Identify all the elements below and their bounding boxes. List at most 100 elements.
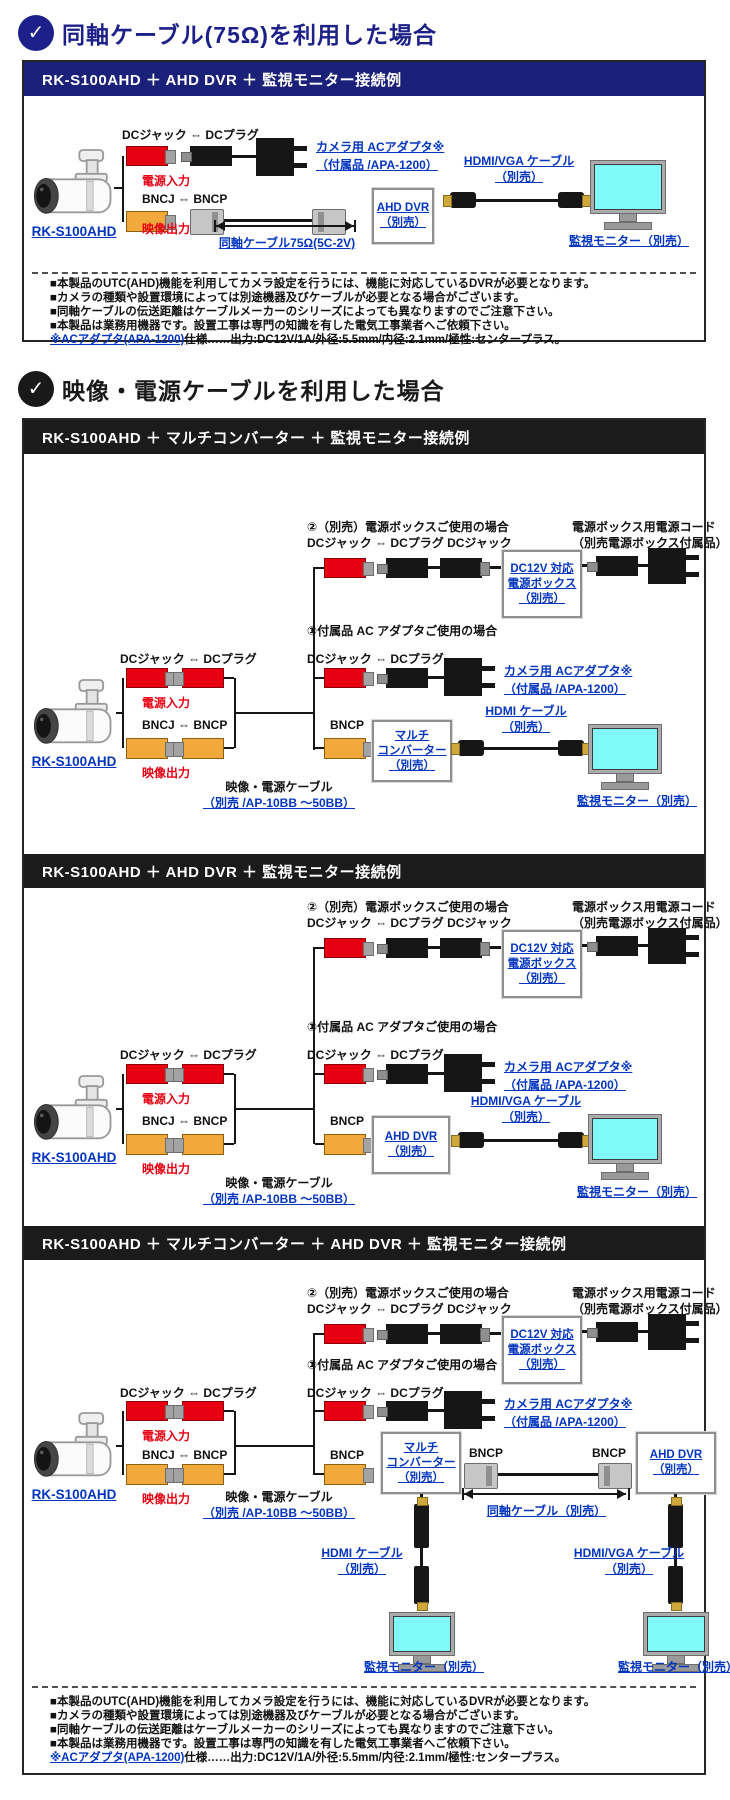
- dc12v-power-box[interactable]: DC12V 対応 電源ボックス （別売）: [502, 930, 582, 998]
- monitor-link[interactable]: 監視モニター（別売）: [576, 1185, 697, 1199]
- monitor-screen: [592, 1118, 658, 1160]
- hdmi-plug-icon: [668, 1497, 683, 1548]
- case1-label-1: ①付属品 AC アダプタご使用の場合: [307, 1358, 498, 1372]
- wire: [428, 1332, 440, 1335]
- ahd-dvr-link[interactable]: AHD DVR: [384, 1131, 438, 1143]
- ahd-dvr-box[interactable]: AHD DVR （別売）: [372, 188, 434, 244]
- bnc-plug-connector-yellow: [173, 1134, 224, 1155]
- camera-ac-adapter-link-2[interactable]: （付属品 /APA-1200）: [504, 1078, 626, 1092]
- multi-converter-link-2[interactable]: コンバーター: [386, 1456, 456, 1469]
- ahd-dvr-link[interactable]: AHD DVR: [376, 202, 430, 214]
- power-cord-label-2: （別売電源ボックス付属品）: [572, 536, 728, 550]
- camera-ac-adapter-link-1[interactable]: カメラ用 ACアダプタ※: [504, 1060, 633, 1074]
- dc12v-power-box[interactable]: DC12V 対応 電源ボックス （別売）: [502, 1316, 582, 1384]
- multi-converter-link-3[interactable]: （別売）: [398, 1471, 444, 1484]
- bnc-plug-connector-yellow: [324, 738, 374, 759]
- dc-jack-connector-red: [324, 558, 374, 578]
- wire: [116, 1445, 124, 1447]
- monitor-link[interactable]: 監視モニター（別売）: [576, 794, 697, 808]
- ac-adapter-spec-link[interactable]: ※ACアダプタ(APA-1200): [50, 334, 185, 346]
- dc12v-link-2[interactable]: 電源ボックス: [507, 577, 577, 590]
- dc12v-power-box[interactable]: DC12V 対応 電源ボックス （別売）: [502, 550, 582, 618]
- hdmi-plug-icon: [558, 740, 591, 756]
- bnc-plug-connector: [312, 209, 346, 235]
- wire: [428, 1409, 444, 1412]
- cable-line: [484, 1138, 558, 1142]
- wire: [315, 1143, 324, 1145]
- multi-converter-link-1[interactable]: マルチ: [394, 729, 430, 742]
- monitor-bezel: [389, 1612, 455, 1656]
- dc12v-link-1[interactable]: DC12V 対応: [510, 562, 574, 575]
- multi-converter-box[interactable]: マルチ コンバーター （別売）: [381, 1432, 461, 1494]
- heading-coax-text: 同軸ケーブル(75Ω)を利用した場合: [62, 22, 437, 48]
- ahd-dvr-box[interactable]: AHD DVR （別売）: [636, 1432, 716, 1494]
- monitor-link[interactable]: 監視モニター（別売）: [568, 234, 689, 248]
- camera-model-link[interactable]: RK-S100AHD: [31, 224, 117, 239]
- hdmi-vga-cable-link-2[interactable]: （別売）: [494, 170, 543, 184]
- bncj-bncp-label: BNCJ ⇔ BNCP: [142, 718, 228, 732]
- monitor-neck: [616, 1163, 634, 1172]
- hdmi-vga-cable-link-2[interactable]: （別売）: [604, 1562, 653, 1576]
- monitor-link[interactable]: 監視モニター（別売）: [617, 1660, 730, 1674]
- note-line: ■本製品のUTC(AHD)機能を利用してカメラ設定を行うには、機能に対応している…: [50, 1696, 596, 1708]
- hdmi-vga-cable-link-1[interactable]: HDMI/VGA ケーブル: [573, 1546, 685, 1560]
- hdmi-plug-icon: [443, 192, 476, 208]
- case2-label-2: DCジャック ⇔ DCプラグ DCジャック: [307, 1302, 512, 1316]
- hdmi-vga-cable-link-2[interactable]: （別売）: [501, 1110, 550, 1124]
- hdmi-vga-cable-link-1[interactable]: HDMI/VGA ケーブル: [463, 154, 575, 168]
- monitor-neck: [667, 1655, 685, 1664]
- camera-ac-adapter-link-1[interactable]: カメラ用 ACアダプタ※: [316, 140, 445, 154]
- coax-cable-link[interactable]: 同軸ケーブル（別売）: [486, 1504, 607, 1518]
- av-power-cable-link[interactable]: （別売 /AP-10BB ～50BB）: [202, 1192, 356, 1206]
- ac-adapter-illustration: [444, 1391, 495, 1429]
- case2-label-2: DCジャック ⇔ DCプラグ DCジャック: [307, 916, 512, 930]
- av-power-cable-label: 映像・電源ケーブル: [225, 1490, 333, 1504]
- dc12v-link-2[interactable]: 電源ボックス: [507, 957, 577, 970]
- camera-model-link[interactable]: RK-S100AHD: [31, 1487, 117, 1502]
- camera-model-link[interactable]: RK-S100AHD: [31, 754, 117, 769]
- coax-cable-link[interactable]: 同軸ケーブル75Ω(5C-2V): [218, 236, 356, 250]
- av-power-cable-link[interactable]: （別売 /AP-10BB ～50BB）: [202, 796, 356, 810]
- ahd-dvr-sold-sep[interactable]: （別売）: [653, 1464, 699, 1476]
- section4-title: RK-S100AHD ＋ マルチコンバーター ＋ AHD DVR ＋ 監視モニタ…: [42, 1235, 567, 1253]
- dc12v-link-2[interactable]: 電源ボックス: [507, 1343, 577, 1356]
- wire: [315, 747, 324, 749]
- dc12v-link-3[interactable]: （別売）: [519, 972, 565, 985]
- camera-ac-adapter-link-2[interactable]: （付属品 /APA-1200）: [316, 158, 438, 172]
- camera-ac-adapter-link-2[interactable]: （付属品 /APA-1200）: [504, 682, 626, 696]
- dc-plug-connector: [377, 1401, 428, 1421]
- dc12v-link-1[interactable]: DC12V 対応: [510, 942, 574, 955]
- hdmi-cable-link-1[interactable]: HDMI ケーブル: [485, 704, 567, 718]
- note-line: ■本製品のUTC(AHD)機能を利用してカメラ設定を行うには、機能に対応している…: [50, 278, 596, 290]
- monitor-link[interactable]: 監視モニター（別売）: [363, 1660, 484, 1674]
- measure-arrow: [464, 1489, 626, 1499]
- section3-title: RK-S100AHD ＋ AHD DVR ＋ 監視モニター接続例: [42, 863, 402, 881]
- dc12v-link-3[interactable]: （別売）: [519, 1358, 565, 1371]
- hdmi-vga-cable-link-1[interactable]: HDMI/VGA ケーブル: [470, 1094, 582, 1108]
- dc12v-link-1[interactable]: DC12V 対応: [510, 1328, 574, 1341]
- ahd-dvr-sold-sep[interactable]: （別売）: [388, 1146, 434, 1158]
- multi-converter-link-3[interactable]: （別売）: [389, 759, 435, 772]
- camera-model-link[interactable]: RK-S100AHD: [31, 1150, 117, 1165]
- multi-converter-box[interactable]: マルチ コンバーター （別売）: [372, 720, 452, 782]
- dc12v-link-3[interactable]: （別売）: [519, 592, 565, 605]
- av-power-cable-link[interactable]: （別売 /AP-10BB ～50BB）: [202, 1506, 356, 1520]
- hdmi-cable-link-1[interactable]: HDMI ケーブル: [321, 1546, 403, 1560]
- multi-converter-link-2[interactable]: コンバーター: [377, 744, 447, 757]
- case1-label-2: DCジャック ⇔ DCプラグ: [307, 1386, 444, 1400]
- section4-title-bar: RK-S100AHD ＋ マルチコンバーター ＋ AHD DVR ＋ 監視モニタ…: [24, 1226, 704, 1260]
- ahd-dvr-box[interactable]: AHD DVR （別売）: [372, 1116, 450, 1174]
- ahd-dvr-link[interactable]: AHD DVR: [649, 1449, 703, 1461]
- wire: [638, 564, 648, 567]
- dc-jack-connector-red: [126, 1064, 176, 1084]
- camera-ac-adapter-link-1[interactable]: カメラ用 ACアダプタ※: [504, 664, 633, 678]
- hdmi-cable-link-2[interactable]: （別売）: [501, 720, 550, 734]
- ahd-dvr-sold-sep[interactable]: （別売）: [380, 217, 426, 229]
- multi-converter-link-1[interactable]: マルチ: [403, 1441, 439, 1454]
- ac-adapter-spec-link[interactable]: ※ACアダプタ(APA-1200): [50, 1752, 185, 1764]
- hdmi-cable-link-2[interactable]: （別売）: [337, 1562, 386, 1576]
- camera-ac-adapter-link-2[interactable]: （付属品 /APA-1200）: [504, 1415, 626, 1429]
- camera-ac-adapter-link-1[interactable]: カメラ用 ACアダプタ※: [504, 1397, 633, 1411]
- wire: [224, 677, 234, 679]
